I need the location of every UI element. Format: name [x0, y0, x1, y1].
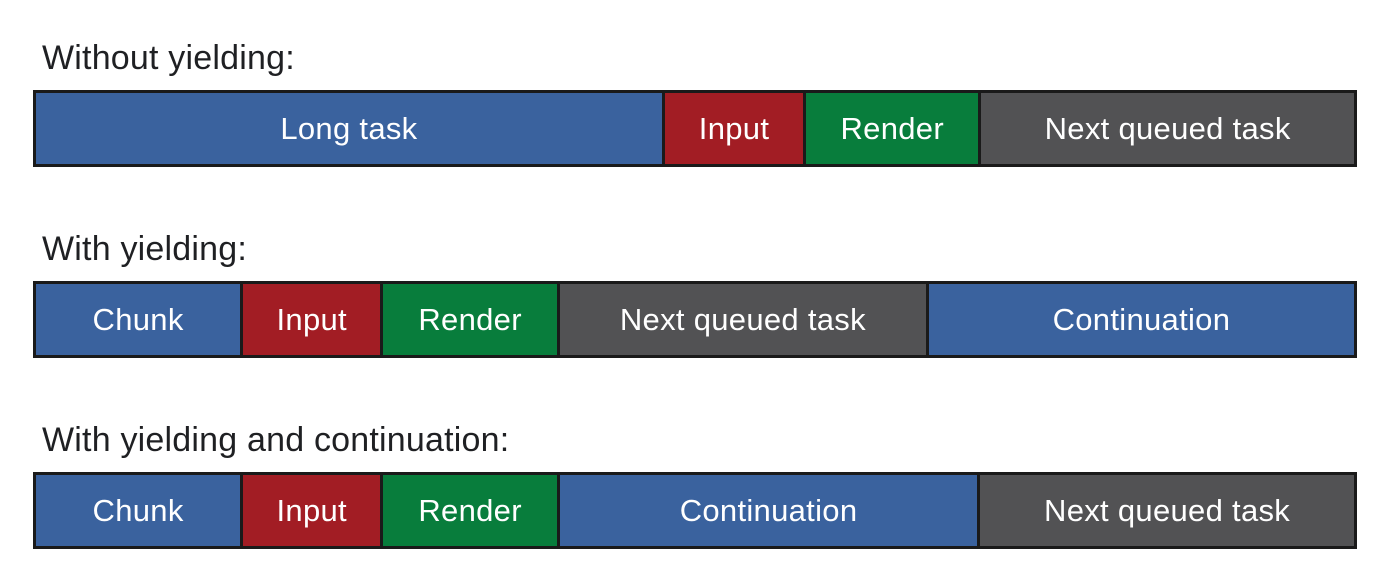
segment-render: Render: [380, 472, 560, 549]
segment-chunk: Chunk: [33, 472, 244, 549]
segment-next-queued-task: Next queued task: [556, 281, 929, 358]
segment-next-queued-task: Next queued task: [977, 472, 1357, 549]
segment-continuation: Continuation: [925, 281, 1357, 358]
segment-input: Input: [240, 281, 384, 358]
section-heading: With yielding and continuation:: [42, 421, 510, 459]
segment-input: Input: [240, 472, 384, 549]
section-heading: With yielding:: [42, 230, 247, 268]
segment-input: Input: [661, 90, 807, 167]
section-heading: Without yielding:: [42, 39, 295, 77]
segment-long-task: Long task: [33, 90, 665, 167]
segment-next-queued-task: Next queued task: [978, 90, 1357, 167]
segment-render: Render: [803, 90, 982, 167]
segment-render: Render: [380, 281, 560, 358]
segment-continuation: Continuation: [556, 472, 981, 549]
segment-chunk: Chunk: [33, 281, 244, 358]
